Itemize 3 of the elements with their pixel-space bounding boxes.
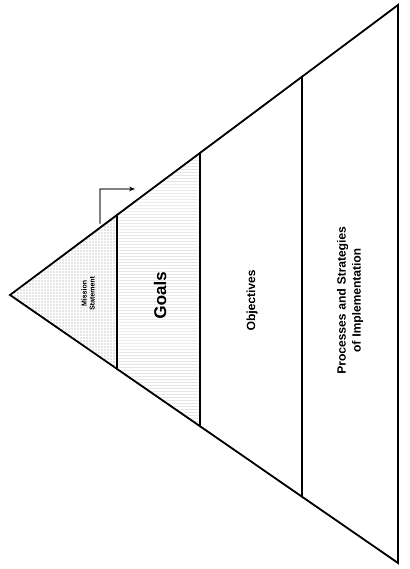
pyramid-tier: Goals	[116, 150, 201, 428]
pyramid-tier: Objectives	[199, 74, 303, 499]
pyramid-tier: Processes and Strategies of Implementation	[301, 3, 399, 565]
